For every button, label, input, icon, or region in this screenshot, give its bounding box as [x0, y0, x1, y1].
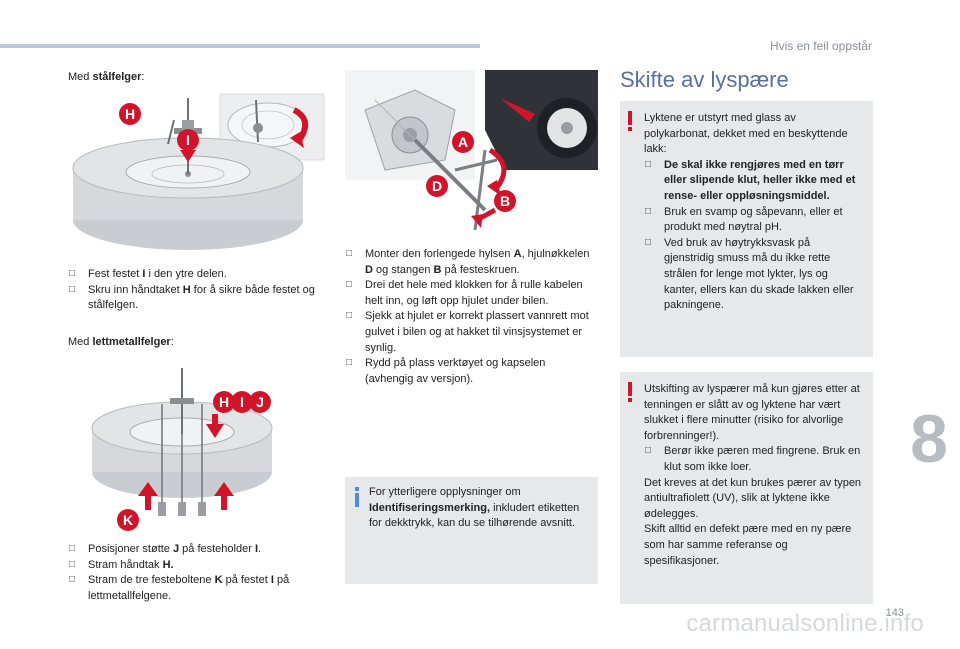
warning-item-3: Ved bruk av høytrykksvask på gjenstridig…: [644, 236, 863, 314]
warning2-paragraph-2: Skift alltid en defekt pære med en ny pæ…: [644, 523, 852, 567]
warning2-item-1: Berør ikke pæren med fingrene. Bruk en k…: [644, 444, 863, 475]
marker-H: H: [219, 394, 229, 410]
alloy-step-1: Posisjoner støtte J på festeholder I.: [68, 542, 330, 558]
warning-intro: Lyktene er utstyrt med glass av polykarb…: [644, 112, 848, 156]
info-icon: [355, 487, 359, 507]
alloy-wheel-illustration: H I J K: [91, 368, 273, 531]
marker-I: I: [240, 394, 244, 410]
warning-item-2: Bruk en svamp og såpevann, eller et prod…: [644, 205, 863, 236]
steel-wheel-illustration: H I: [72, 93, 325, 250]
footer-watermark: carmanualsonline.info: [686, 609, 924, 637]
warning-box-headlamp-glass: Lyktene er utstyrt med glass av polykarb…: [620, 101, 873, 357]
winch-step-3: Sjekk at hjulet er korrekt plassert vann…: [345, 309, 595, 356]
marker-D: D: [432, 178, 442, 194]
steel-step-2: Skru inn håndtaket H for å sikre både fe…: [68, 283, 330, 314]
chapter-number: 8: [910, 401, 948, 477]
marker-K: K: [123, 512, 133, 528]
marker-J: J: [256, 394, 264, 410]
info-box-identification: For ytterligere opplysninger om Identifi…: [345, 477, 598, 584]
winch-step-1: Monter den forlengede hylsen A, hjulnøkk…: [345, 247, 595, 278]
header-bar: [0, 44, 480, 48]
alloy-step-2: Stram håndtak H.: [68, 558, 330, 574]
info-text: For ytterligere opplysninger om Identifi…: [369, 486, 580, 530]
warning-icon: [628, 382, 633, 402]
page-header-title: Hvis en feil oppstår: [769, 39, 872, 53]
section-title: Skifte av lyspære: [620, 67, 789, 92]
winch-steps: Monter den forlengede hylsen A, hjulnøkk…: [345, 247, 595, 387]
marker-H: H: [125, 106, 135, 122]
warning-item-1: De skal ikke rengjøres med en tørr eller…: [644, 158, 863, 205]
warning-box-bulb-change: Utskifting av lyspærer må kun gjøres ett…: [620, 372, 873, 604]
warning2-intro: Utskifting av lyspærer må kun gjøres ett…: [644, 383, 860, 442]
marker-I: I: [186, 132, 190, 148]
page-number: 143: [885, 607, 904, 619]
winch-tool-illustration: A D B: [345, 70, 598, 231]
marker-A: A: [458, 134, 468, 150]
warning-icon: [628, 111, 633, 131]
winch-step-2: Drei det hele med klokken for å rulle ka…: [345, 278, 595, 309]
steel-step-1: Fest festet I i den ytre delen.: [68, 267, 330, 283]
alloy-wheel-label: Med lettmetallfelger:: [68, 336, 174, 348]
warning2-paragraph-1: Det kreves at det kun brukes pærer av ty…: [644, 476, 862, 520]
winch-step-4: Rydd på plass verktøyet og kapselen (avh…: [345, 356, 595, 387]
marker-B: B: [500, 193, 510, 209]
alloy-step-3: Stram de tre festeboltene K på festet I …: [68, 573, 330, 604]
steel-steps: Fest festet I i den ytre delen. Skru inn…: [68, 267, 330, 314]
steel-wheel-label: Med stålfelger:: [68, 71, 145, 83]
alloy-steps: Posisjoner støtte J på festeholder I. St…: [68, 542, 330, 604]
